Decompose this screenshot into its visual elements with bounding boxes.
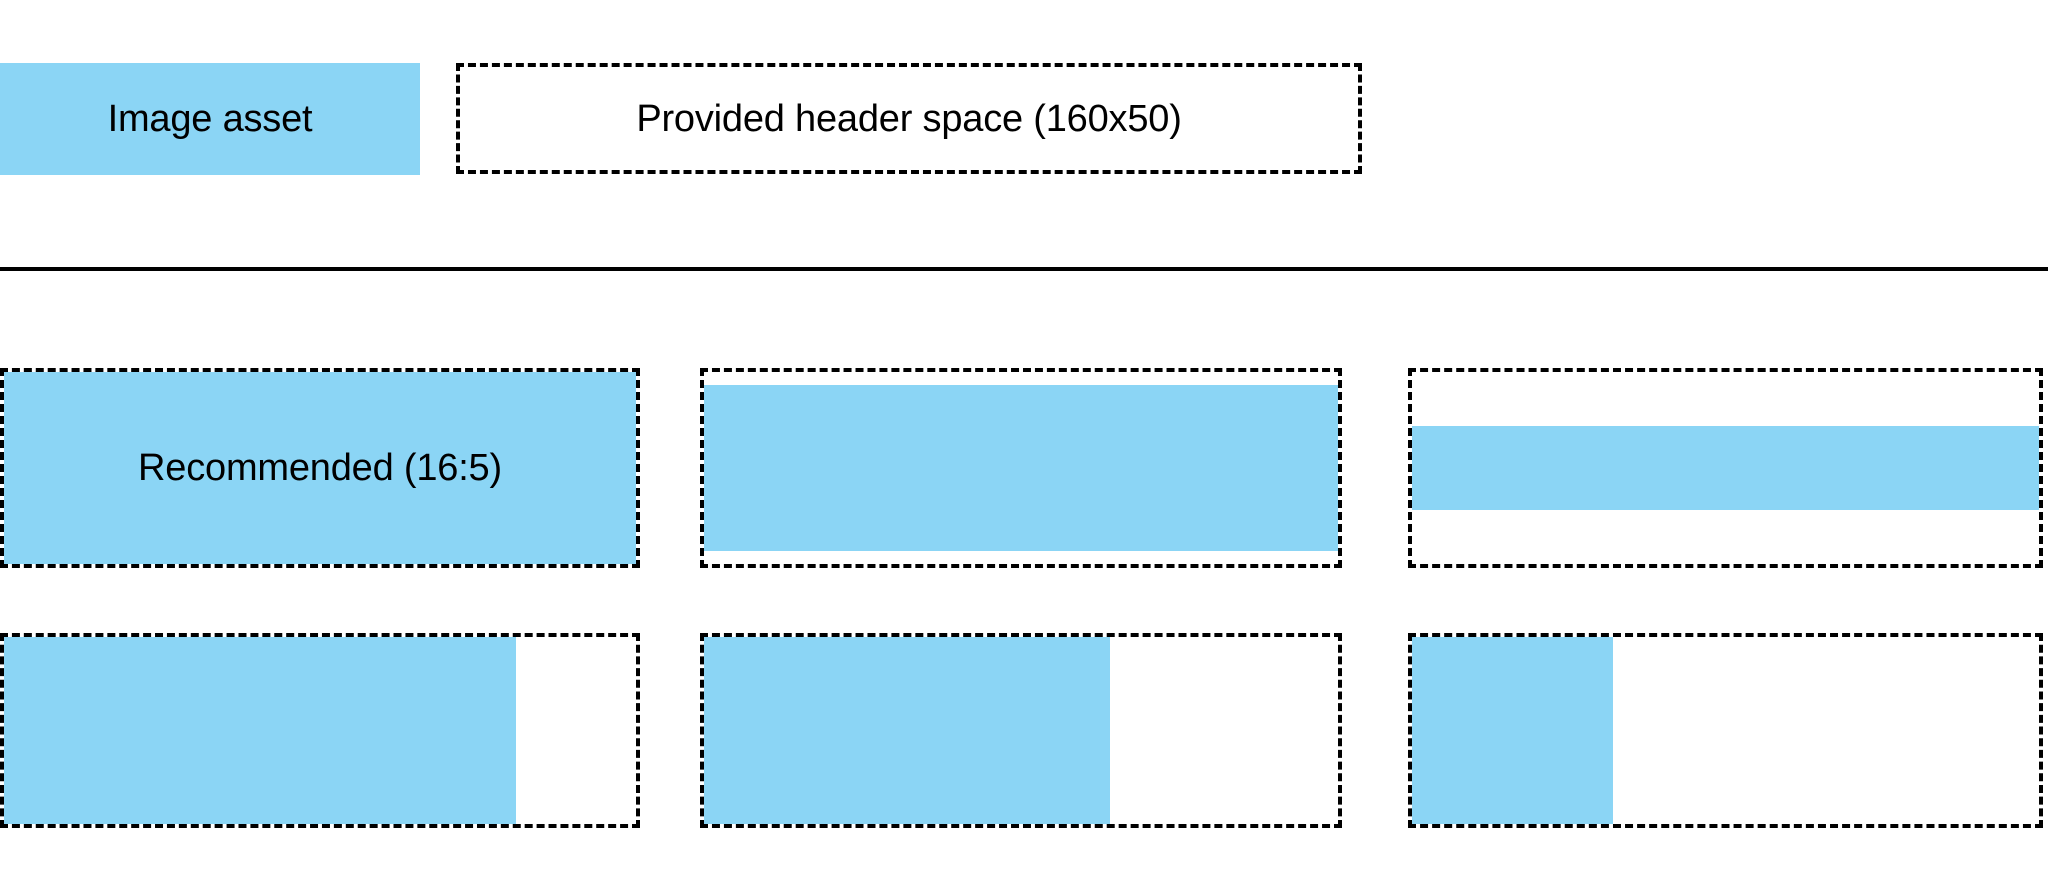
legend-provided-space-label: Provided header space (160x50) bbox=[636, 97, 1182, 140]
legend-image-asset-label: Image asset bbox=[107, 98, 313, 140]
asset-fill bbox=[704, 637, 1110, 824]
asset-fill bbox=[4, 372, 636, 564]
asset-fill bbox=[704, 385, 1338, 551]
aspect-cell-row2-col1 bbox=[0, 633, 640, 828]
asset-fill bbox=[4, 637, 516, 824]
aspect-cell-row2-col2 bbox=[700, 633, 1342, 828]
aspect-cell-row1-col3 bbox=[1408, 368, 2043, 568]
aspect-cell-row1-col2 bbox=[700, 368, 1342, 568]
aspect-cell-row1-col1: Recommended (16:5) bbox=[0, 368, 640, 568]
aspect-cell-row2-col3 bbox=[1408, 633, 2043, 828]
asset-fill bbox=[1412, 637, 1613, 824]
section-divider bbox=[0, 267, 2048, 271]
legend-image-asset-swatch: Image asset bbox=[0, 63, 420, 175]
asset-fill bbox=[1412, 425, 2039, 511]
legend-provided-space-box: Provided header space (160x50) bbox=[456, 63, 1362, 174]
